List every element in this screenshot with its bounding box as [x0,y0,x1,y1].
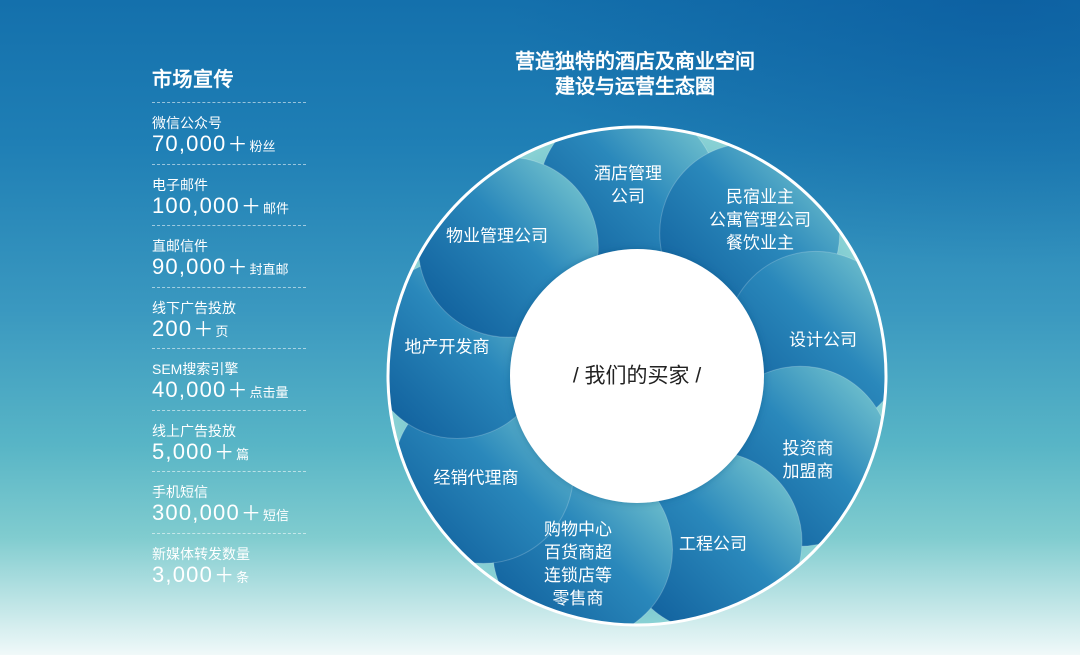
channel-unit: 点击量 [249,385,289,400]
ecosystem-diagram: 酒店管理公司民宿业主公寓管理公司餐饮业主设计公司投资商加盟商工程公司购物中心百货… [386,125,888,627]
channel-value: 300,000＋短信 [152,500,306,526]
channel-unit: 封直邮 [249,262,289,277]
channel-unit: 篇 [236,446,250,462]
plus-sign: ＋ [227,380,248,402]
plus-sign: ＋ [240,195,261,218]
segment-label-line: 零售商 [553,589,604,608]
channel-value: 5,000＋篇 [152,439,306,465]
channel-unit: 条 [236,569,250,585]
segment-labels: 酒店管理公司民宿业主公寓管理公司餐饮业主设计公司投资商加盟商工程公司购物中心百货… [405,164,858,608]
segment-label: 地产开发商 [405,338,490,357]
segment-label-line: 餐饮业主 [726,234,794,253]
segment-label: 经销代理商 [434,469,519,488]
channel-unit: 邮件 [262,200,289,216]
segment-label-line: 连锁店等 [544,566,612,585]
segment-label: 设计公司 [789,331,857,350]
channel-number: 100,000 [152,192,240,218]
segment-label-line: 民宿业主 [726,188,794,207]
marketing-title: 市场宣传 [152,67,306,103]
channel-label: 新媒体转发数量 [152,545,250,562]
segment-label-line: 加盟商 [783,462,834,481]
segment-label-line: 酒店管理 [594,164,662,183]
plus-sign: ＋ [193,318,214,341]
channel-number: 200 [152,315,193,341]
ecosystem-title-line: 建设与运营生态圈 [555,76,715,98]
channel-label: 直邮信件 [152,238,208,254]
segment-label: 工程公司 [679,535,747,554]
channel-unit: 粉丝 [249,139,276,154]
channel-label: SEM搜索引擎 [152,361,239,377]
channel-number: 5,000 [152,438,214,464]
channel-unit: 短信 [262,508,289,523]
channel-value: 100,000＋邮件 [152,193,306,219]
channel-number: 90,000 [152,254,227,279]
segment-label-line: 物业管理公司 [446,227,548,246]
channel-label: 微信公众号 [152,115,222,131]
channel-value: 40,000＋点击量 [152,377,306,403]
outer-ring-border [386,125,888,627]
channel-value: 70,000＋粉丝 [152,131,306,157]
inner-circle [510,249,764,503]
segment-label-line: 工程公司 [679,535,747,554]
channel-number: 300,000 [152,500,240,525]
segment-label-line: 公司 [611,187,645,206]
channel-value: 3,000＋条 [152,562,306,588]
segment-label-line: 地产开发商 [405,338,490,357]
channel-label: 电子邮件 [152,176,208,193]
segment-label-line: 设计公司 [789,331,857,350]
plus-sign: ＋ [214,564,235,587]
plus-sign: ＋ [227,257,248,279]
plus-sign: ＋ [240,503,261,525]
segment-label-line: 公寓管理公司 [709,211,811,230]
center-label: / 我们的买家 / [573,365,702,388]
channel-label: 线上广告投放 [152,422,236,439]
channel-unit: 页 [215,323,229,339]
ecosystem-title-line: 营造独特的酒店及商业空间 [515,51,755,73]
channel-value: 90,000＋封直邮 [152,254,306,280]
channel-label: 线下广告投放 [152,299,236,316]
segment-label-line: 投资商 [783,439,834,458]
ecosystem-title: 营造独特的酒店及商业空间 建设与运营生态圈 [485,50,785,100]
plus-sign: ＋ [214,441,235,464]
segment-label-line: 百货商超 [544,543,612,562]
channel-number: 3,000 [152,561,214,587]
channel-label: 手机短信 [152,484,208,500]
channel-number: 40,000 [152,377,227,402]
segment-label: 物业管理公司 [446,227,548,246]
plus-sign: ＋ [227,134,248,156]
channel-number: 70,000 [152,131,227,156]
segment-label-line: 购物中心 [544,520,612,539]
segment-label-line: 经销代理商 [434,469,519,488]
channel-value: 200＋页 [152,316,306,342]
